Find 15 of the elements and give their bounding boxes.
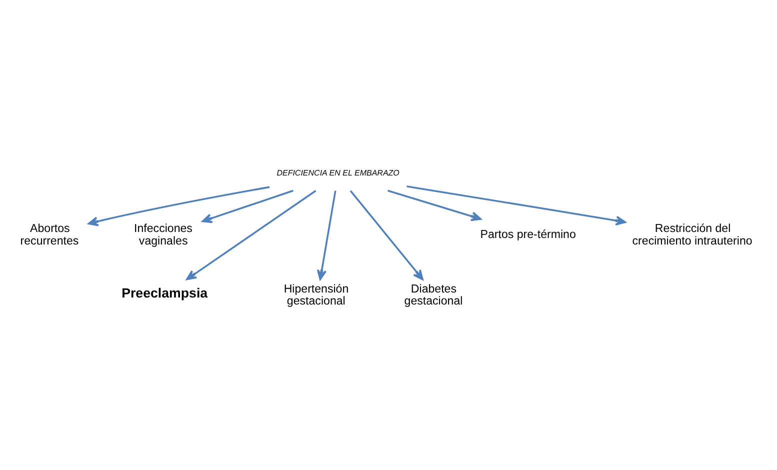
arrow xyxy=(350,190,424,280)
node-text: Diabetes gestacional xyxy=(404,283,463,308)
node-text: Hipertensión gestacional xyxy=(284,283,349,308)
node-text: Restricción del crecimiento intrauterino xyxy=(632,222,752,248)
arrow xyxy=(88,186,270,226)
node-text: Abortos recurrentes xyxy=(20,222,79,248)
arrow xyxy=(316,190,336,280)
node-text: Infecciones vaginales xyxy=(134,222,192,248)
node-text: Partos pre-término xyxy=(480,229,576,242)
arrow xyxy=(406,186,626,226)
node-text: Preeclampsia xyxy=(122,286,208,301)
arrow xyxy=(186,190,316,280)
node-text: DEFICIENCIA EN EL EMBARAZO xyxy=(276,168,400,178)
arrow xyxy=(202,190,294,224)
arrow xyxy=(388,190,482,222)
